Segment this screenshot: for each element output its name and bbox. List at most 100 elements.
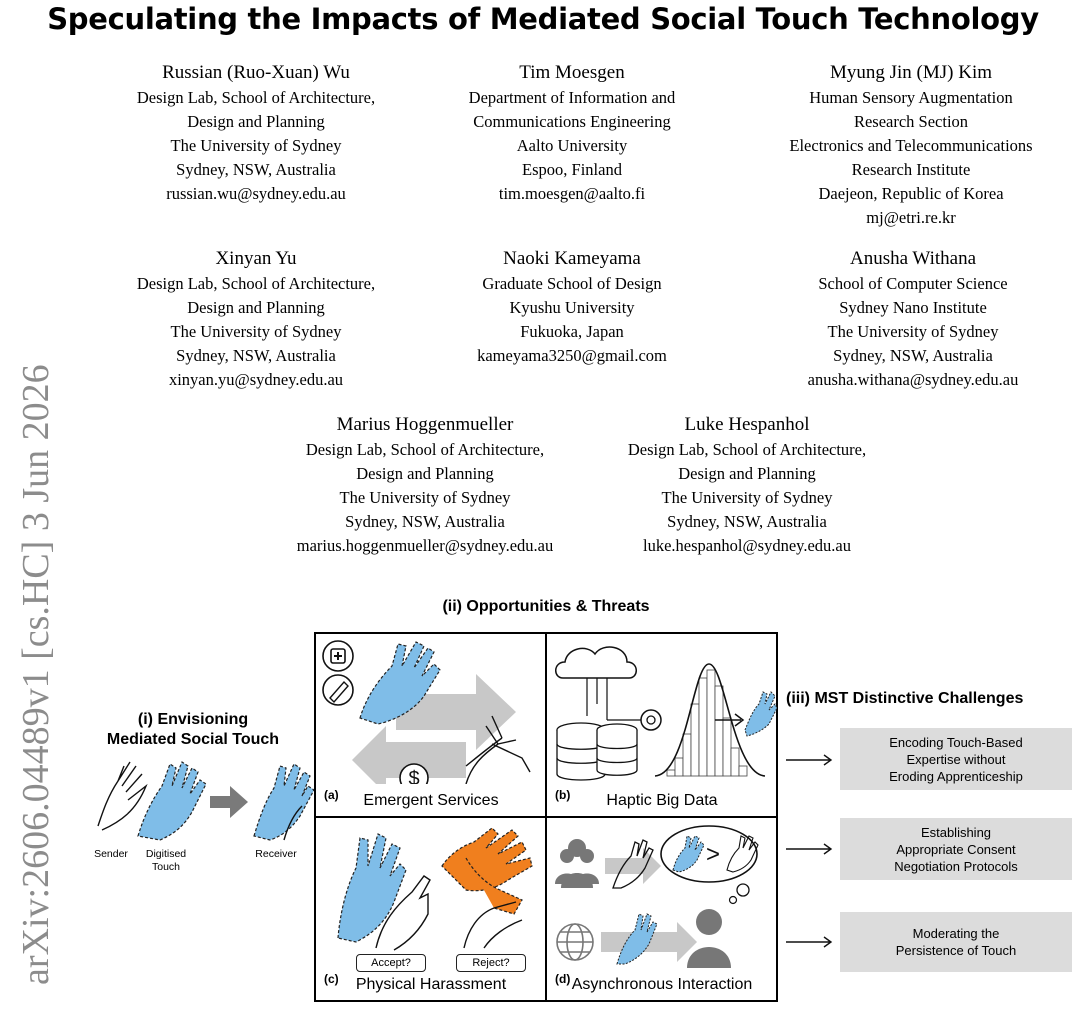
author-affiliation: Design and Planning: [356, 464, 494, 483]
author-name: Marius Hoggenmueller: [336, 414, 514, 435]
transfer-arrow-icon: [210, 786, 248, 818]
cloud-icon: [555, 646, 637, 679]
author-block: Anusha Withana School of Computer Scienc…: [760, 246, 1066, 392]
comparison-symbol: >: [706, 841, 720, 868]
digital-hand-icon: [616, 913, 658, 965]
author-block: Xinyan Yu Design Lab, School of Architec…: [96, 246, 416, 392]
paper-title: Speculating the Impacts of Mediated Soci…: [47, 2, 1039, 36]
cell-physical-harassment: Accept? Reject? (c) Physical Harassment: [316, 818, 546, 1001]
author-affiliation: Design and Planning: [678, 464, 816, 483]
author-email: marius.hoggenmueller@sydney.edu.au: [296, 536, 554, 555]
asynchronous-interaction-illustration: >: [555, 825, 759, 968]
author-name: Xinyan Yu: [215, 248, 297, 269]
cell-haptic-big-data: (b) Haptic Big Data: [547, 634, 777, 817]
author-location: Fukuoka, Japan: [520, 322, 624, 341]
author-affiliation: Electronics and Telecommunications: [789, 136, 1033, 155]
author-affiliation: The University of Sydney: [339, 488, 511, 507]
author-affiliation: School of Computer Science: [818, 274, 1008, 293]
author-location: Sydney, NSW, Australia: [667, 512, 827, 531]
reject-button[interactable]: Reject?: [456, 954, 526, 972]
challenge-box: Encoding Touch-Based Expertise without E…: [840, 728, 1072, 790]
author-affiliation: The University of Sydney: [661, 488, 833, 507]
sender-hand-icon: [97, 761, 148, 831]
person-icon: [687, 909, 731, 968]
author-affiliation: The University of Sydney: [170, 322, 342, 341]
receiving-hand-icon: [375, 875, 431, 951]
section-iii-label: (iii) MST Distinctive Challenges: [786, 690, 1024, 707]
digital-hand-icon: [744, 691, 777, 737]
opportunities-threats-grid: $ (a) Emergent Services: [314, 632, 778, 1002]
arxiv-stamp: arXiv:2606.04489v1 [cs.HC] 3 Jun 2026: [15, 364, 57, 985]
author-affiliation: Design Lab, School of Architecture,: [305, 440, 545, 459]
section-i-label: (i) Envisioning Mediated Social Touch: [106, 711, 280, 748]
author-affiliation: Research Institute: [851, 160, 971, 179]
author-name: Tim Moesgen: [519, 62, 625, 83]
author-location: Sydney, NSW, Australia: [176, 346, 336, 365]
author-email: kameyama3250@gmail.com: [477, 346, 667, 365]
author-affiliation: Design and Planning: [187, 112, 325, 131]
author-affiliation: Design Lab, School of Architecture,: [627, 440, 867, 459]
victim-hand-icon: [463, 901, 523, 949]
hand-outline-icon: [726, 835, 759, 873]
envisioning-illustration: [97, 761, 315, 841]
challenge-arrow-icon: [786, 754, 833, 766]
digitised-hand-icon: [137, 761, 207, 841]
globe-icon: [556, 923, 594, 961]
author-affiliation: Research Section: [853, 112, 969, 131]
author-affiliation: Design and Planning: [187, 298, 325, 317]
challenge-box: Establishing Appropriate Consent Negotia…: [840, 818, 1072, 880]
challenge-arrow-icon: [786, 843, 833, 855]
author-name: Naoki Kameyama: [503, 248, 641, 269]
payment-arrow-left-icon: [352, 726, 466, 784]
cell-emergent-services: $ (a) Emergent Services: [316, 634, 546, 817]
author-affiliation: Kyushu University: [509, 298, 635, 317]
author-location: Sydney, NSW, Australia: [345, 512, 505, 531]
author-email: tim.moesgen@aalto.fi: [498, 184, 646, 203]
digital-hand-icon: [337, 833, 407, 943]
author-affiliation: Human Sensory Augmentation: [809, 88, 1013, 107]
digitised-touch-label: Digitised Touch: [145, 848, 187, 873]
cell-tag: (a): [324, 788, 339, 802]
digital-hand-icon: [359, 641, 441, 725]
author-location: Daejeon, Republic of Korea: [818, 184, 1004, 203]
author-name: Russian (Ruo-Xuan) Wu: [162, 62, 350, 83]
receiver-label: Receiver: [255, 848, 297, 860]
cell-caption: Haptic Big Data: [606, 792, 718, 809]
author-email: mj@etri.re.kr: [866, 208, 956, 227]
author-block: Marius Hoggenmueller Design Lab, School …: [262, 412, 588, 558]
distribution-histogram-icon: [666, 669, 748, 777]
gear-icon: [640, 709, 662, 731]
challenge-arrow-icon: [786, 936, 833, 948]
author-affiliation: Graduate School of Design: [482, 274, 662, 293]
physical-harassment-illustration: [337, 827, 533, 951]
accept-button[interactable]: Accept?: [356, 954, 426, 972]
author-block: Luke Hespanhol Design Lab, School of Arc…: [594, 412, 900, 558]
author-location: Sydney, NSW, Australia: [176, 160, 336, 179]
author-affiliation: Department of Information and: [468, 88, 676, 107]
emergent-services-illustration: $: [322, 640, 531, 784]
gray-arrow-icon: [605, 848, 661, 884]
author-affiliation: Communications Engineering: [473, 112, 671, 131]
author-email: russian.wu@sydney.edu.au: [166, 184, 346, 203]
cell-tag: (d): [555, 972, 571, 986]
author-email: anusha.withana@sydney.edu.au: [807, 370, 1019, 389]
cell-caption: Asynchronous Interaction: [571, 976, 753, 993]
author-email: luke.hespanhol@sydney.edu.au: [643, 536, 851, 555]
author-affiliation: Aalto University: [516, 136, 628, 155]
database-icon: [556, 722, 638, 781]
harassment-hand-icon: [441, 827, 533, 892]
author-name: Myung Jin (MJ) Kim: [829, 62, 993, 83]
author-affiliation: Design Lab, School of Architecture,: [136, 88, 376, 107]
cell-caption: Physical Harassment: [355, 976, 507, 993]
dollar-coin-icon: [399, 763, 429, 784]
output-arrow-icon: [715, 713, 745, 727]
author-affiliation: The University of Sydney: [170, 136, 342, 155]
author-block: Naoki Kameyama Graduate School of Design…: [422, 246, 722, 368]
receiving-hand-icon: [465, 715, 531, 784]
author-block: Tim Moesgen Department of Information an…: [422, 60, 722, 206]
author-affiliation: The University of Sydney: [827, 322, 999, 341]
author-block: Myung Jin (MJ) Kim Human Sensory Augment…: [746, 60, 1076, 230]
dollar-symbol: $: [408, 768, 419, 784]
cell-caption: Emergent Services: [363, 792, 499, 809]
hand-outline-icon: [612, 839, 654, 889]
